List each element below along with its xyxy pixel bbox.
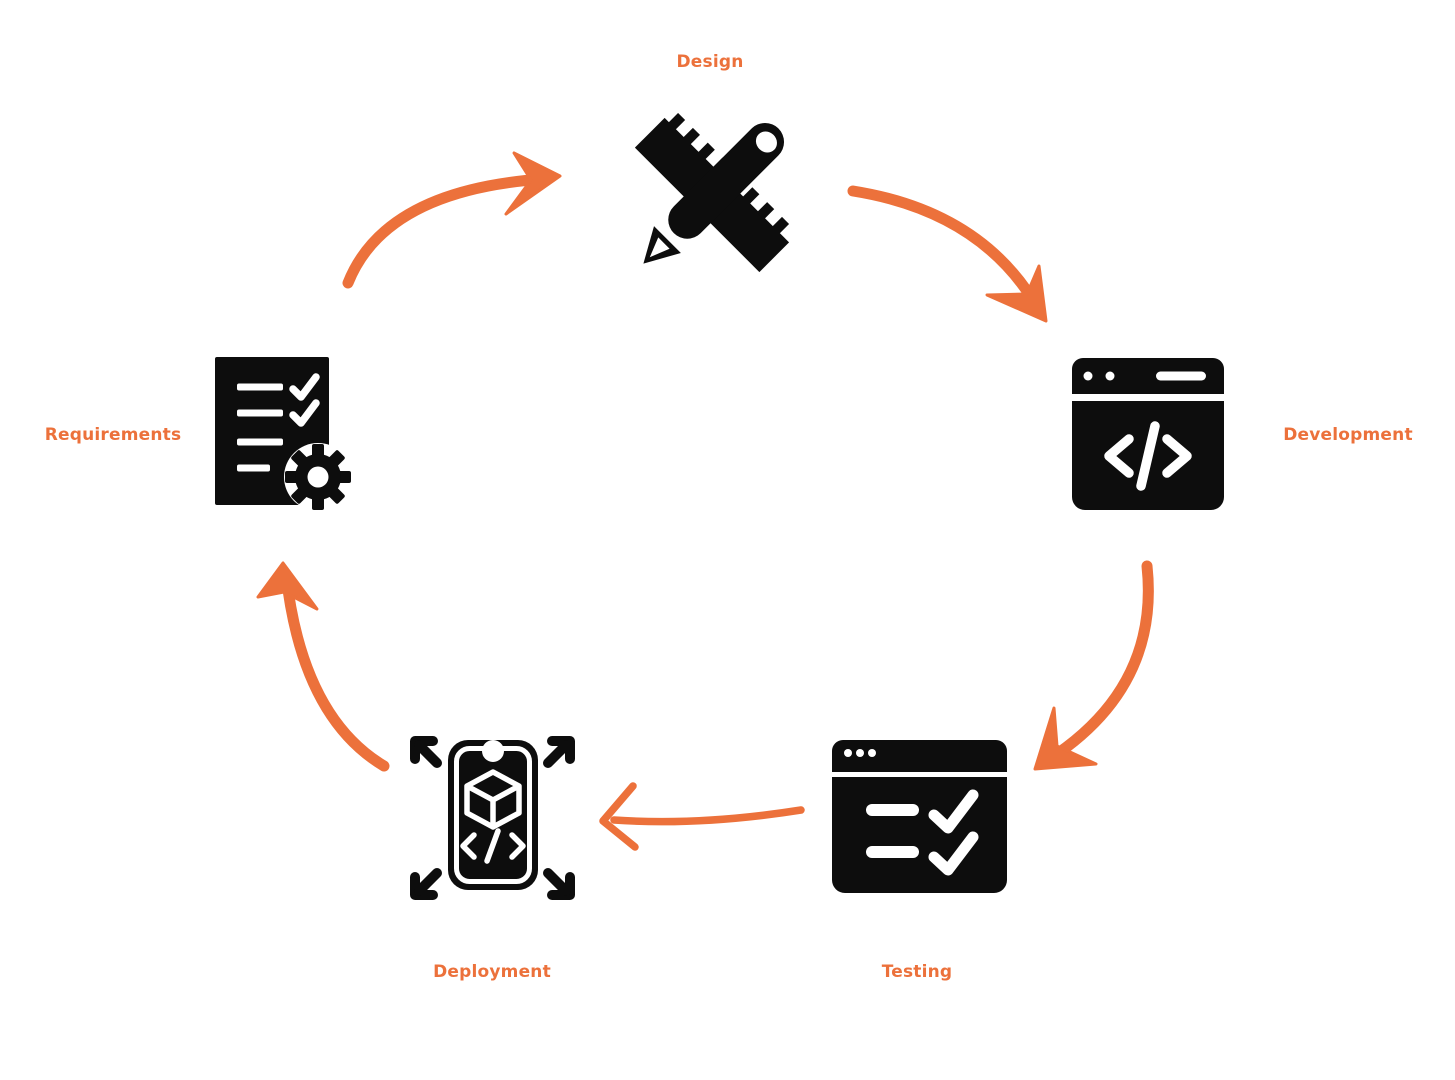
gear-glyph: [284, 443, 352, 511]
node-label-testing: Testing: [881, 962, 953, 982]
arrow-testing-to-deployment: [599, 782, 805, 851]
node-label-development: Development: [1283, 425, 1413, 445]
camera-notch: [482, 740, 504, 762]
arrow-development-to-testing: [1033, 560, 1154, 771]
document-gear-icon: [215, 357, 352, 511]
mobile-deploy-icon: [410, 736, 575, 900]
expand-arrows: [410, 736, 575, 900]
arrow-deployment-to-requirements: [256, 561, 390, 772]
code-glyph-small: [460, 828, 526, 864]
node-label-requirements: Requirements: [44, 425, 182, 445]
node-label-deployment: Deployment: [433, 962, 551, 982]
arrow-design-to-development: [847, 185, 1048, 323]
pencil-ruler-icon: [634, 113, 790, 273]
check-rows: [866, 789, 979, 876]
code-window-icon: [1072, 358, 1224, 510]
cube-glyph: [464, 769, 522, 830]
code-glyph: [1104, 421, 1192, 491]
checklist-window-icon: [832, 740, 1007, 893]
document-lines: [237, 383, 283, 472]
arrow-requirements-to-design: [342, 151, 562, 289]
document-checks: [289, 373, 320, 427]
node-label-design: Design: [676, 52, 744, 72]
